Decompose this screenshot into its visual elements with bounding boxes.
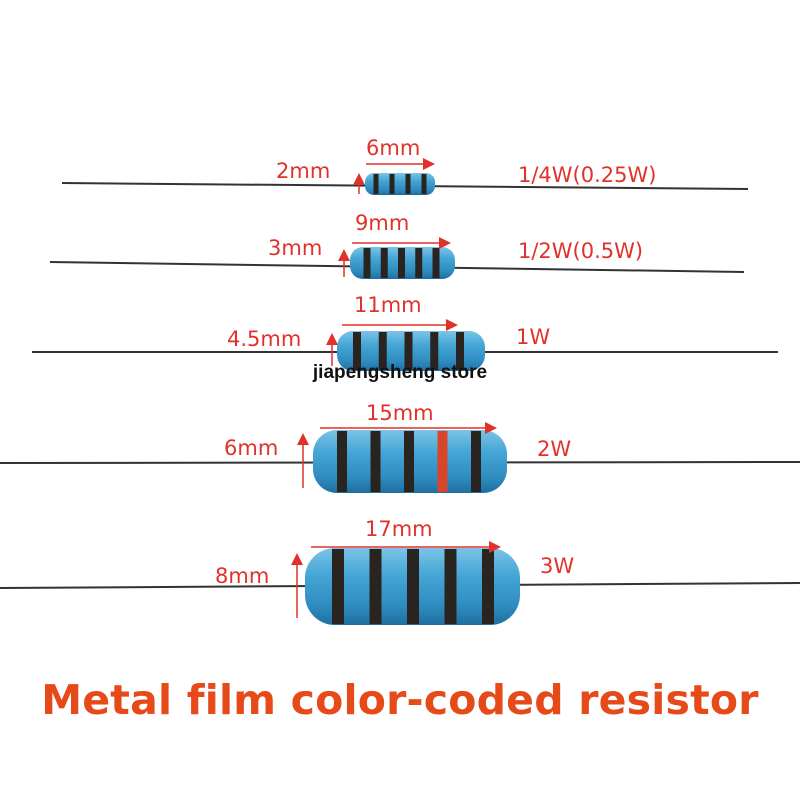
resistor-4-band-5 [471, 431, 481, 492]
resistor-3-band-3 [404, 332, 413, 370]
resistor-1: 6mm 2mm 1/4W(0.25W) [61, 136, 749, 195]
resistor-4-bands [337, 431, 481, 492]
resistor-3-band-4 [430, 332, 439, 370]
resistor-5-power-label: 3W [540, 554, 574, 578]
resistor-1-length-label: 6mm [366, 136, 420, 160]
resistor-1-body [365, 173, 435, 195]
resistor-2-band-4 [415, 248, 423, 278]
store-watermark: jiapengsheng store [312, 362, 488, 383]
resistor-3-band-1 [353, 332, 361, 370]
resistor-2: 9mm 3mm 1/2W(0.5W) [49, 211, 745, 279]
resistor-3: 11mm 4.5mm 1W [32, 293, 778, 371]
resistor-1-band-2 [389, 174, 395, 194]
resistor-5-band-2 [369, 549, 382, 624]
resistor-5-diameter-label: 8mm [215, 564, 269, 588]
resistor-5-band-4 [444, 549, 457, 624]
resistor-2-band-5 [432, 248, 440, 278]
resistor-1-band-1 [373, 174, 379, 194]
resistor-4-power-label: 2W [537, 437, 571, 461]
resistor-3-diameter-label: 4.5mm [227, 327, 301, 351]
resistor-1-bands [373, 174, 427, 194]
resistor-2-band-2 [380, 248, 388, 278]
resistor-3-band-5 [456, 332, 464, 370]
resistor-4-band-3 [404, 431, 414, 492]
resistor-4-diameter-label: 6mm [224, 436, 278, 460]
page-title: Metal film color-coded resistor [41, 676, 759, 724]
resistor-3-bands [353, 332, 464, 370]
resistor-1-band-3 [405, 174, 411, 194]
resistor-5: 17mm 8mm 3W [0, 517, 800, 625]
resistor-3-length-label: 11mm [354, 293, 422, 317]
resistor-2-band-1 [363, 248, 371, 278]
resistor-5-band-3 [407, 549, 419, 624]
resistor-4-band-4 [437, 431, 448, 492]
resistor-2-diameter-label: 3mm [268, 236, 322, 260]
resistor-2-power-label: 1/2W(0.5W) [518, 239, 643, 263]
resistor-1-band-4 [421, 174, 427, 194]
resistor-4-band-2 [370, 431, 381, 492]
resistor-2-band-3 [398, 248, 405, 278]
resistor-5-bands [332, 549, 494, 624]
resistor-2-length-label: 9mm [355, 211, 409, 235]
resistor-1-power-label: 1/4W(0.25W) [518, 163, 656, 187]
resistor-3-band-2 [378, 332, 387, 370]
resistor-5-band-1 [332, 549, 344, 624]
resistor-3-power-label: 1W [516, 325, 550, 349]
resistor-1-diameter-label: 2mm [276, 159, 330, 183]
resistor-2-bands [363, 248, 440, 278]
resistor-4-length-label: 15mm [366, 401, 434, 425]
resistor-5-length-label: 17mm [365, 517, 433, 541]
resistor-4-band-1 [337, 431, 347, 492]
resistor-4: 15mm 6mm 2W [0, 401, 800, 493]
resistor-5-band-5 [482, 549, 494, 624]
